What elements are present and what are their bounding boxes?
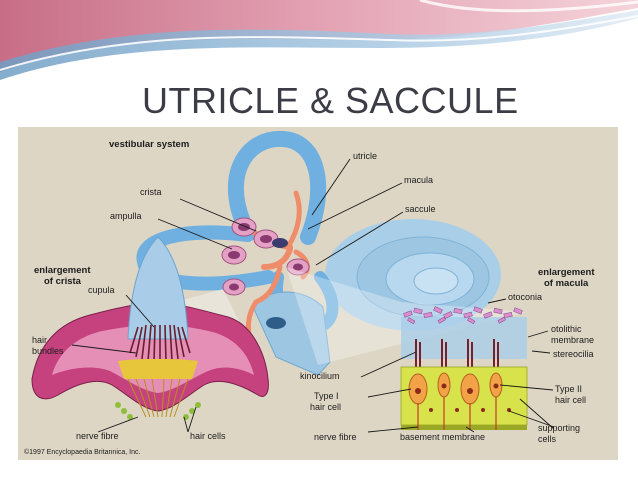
copyright-caption: ©1997 Encyclopaedia Britannica, Inc. [24,448,141,456]
cupula-shape [127,236,189,340]
label-nerve-fibre-left: nerve fibre [76,431,119,441]
macula-enlargement [400,306,528,430]
label-crista: crista [140,187,162,197]
label-ampulla: ampulla [110,211,142,221]
label-supporting-2: cells [538,434,557,444]
crista-hair-bundles [129,324,191,363]
label-otoconia: otoconia [508,292,542,302]
label-enlargement-macula-1: enlargement [538,267,595,278]
label-type2-1: Type II [555,384,582,394]
label-kinocilium: kinocilium [300,371,340,381]
macula-nerve-fibres [417,397,497,430]
label-hair-cells: hair cells [190,431,226,441]
ampullae [221,217,310,296]
basement-membrane-shape [401,425,527,430]
vestibular-figure: vestibular system utricle macula saccule… [18,127,618,460]
hair-cell-nuclei [415,383,511,412]
otolithic-membrane-shape [401,317,527,359]
label-type1-2: hair cell [310,402,341,412]
label-supporting-1: supporting [538,423,580,433]
label-hair-2: bundles [32,346,64,356]
label-enlargement-crista-2: of crista [44,276,82,287]
label-saccule: saccule [405,204,436,214]
header-banner [0,0,638,80]
vestibular-diagram: vestibular system utricle macula saccule… [18,127,618,460]
label-enlargement-macula-2: of macula [544,278,589,289]
slide-title: UTRICLE & SACCULE [142,80,519,121]
stereocilia-bundles [415,339,499,367]
label-nerve-fibre-right: nerve fibre [314,432,357,442]
oval-window [266,317,286,329]
label-otolithic-2: membrane [551,335,594,345]
label-stereocilia: stereocilia [553,349,594,359]
crista-base [118,359,198,379]
otoconia-crystals [403,306,523,325]
label-utricle: utricle [353,151,377,161]
label-otolithic-1: otolithic [551,324,582,334]
label-enlargement-crista-1: enlargement [34,265,91,276]
label-basement-membrane: basement membrane [400,432,485,442]
crista-enlargement [31,236,269,420]
crista-nerve-fibres [127,378,189,418]
label-cupula: cupula [88,285,115,295]
cochlea-shape [325,219,501,331]
label-type1-1: Type I [314,391,339,401]
label-hair-1: hair [32,335,47,345]
label-type2-2: hair cell [555,395,586,405]
leader-lines [71,158,555,433]
heading-vestibular-system: vestibular system [109,139,189,150]
label-macula: macula [404,175,433,185]
